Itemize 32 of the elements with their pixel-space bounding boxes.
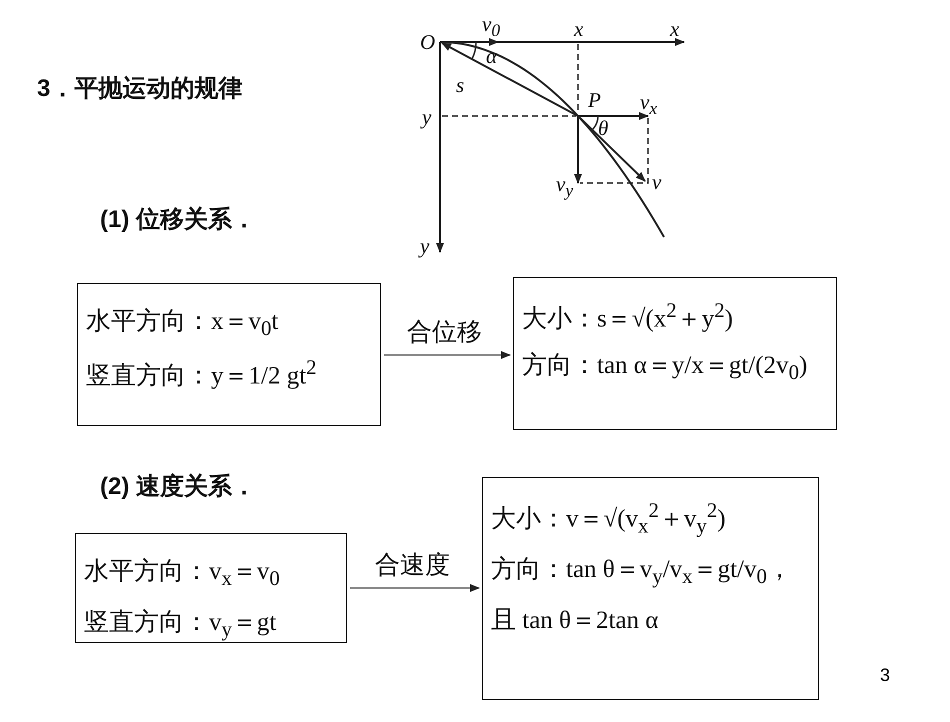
axis-label: y [420, 234, 430, 259]
arrow [350, 584, 480, 592]
point-label: P [588, 88, 601, 113]
formula-text: 方向：tan θ＝v$_{y}$/v$_{x}$＝gt/v$_{0}$， [491, 554, 793, 590]
angle-label: α [486, 44, 498, 69]
vector-label: v$_{y}$ [556, 172, 574, 202]
slide-heading: 3．平抛运动的规律 [37, 74, 242, 104]
vector-label: v [652, 170, 662, 195]
formula-box [513, 277, 837, 430]
axis-label: y [422, 105, 432, 130]
vector-label: v$_{x}$ [640, 90, 658, 120]
page-number: 3 [880, 665, 890, 686]
point-label: O [420, 30, 436, 55]
formula-text: 水平方向：x＝v$_{0}$t [86, 306, 280, 341]
arrow [384, 351, 511, 359]
formula-text: 方向：tan α＝y/x＝gt/(2v$_{0}$) [522, 350, 808, 386]
formula-text: 大小：v＝√(v$_{x}$$^{2}$＋v$_{y}$$^{2}$) [491, 498, 727, 538]
formula-text: 竖直方向：y＝1/2 gt$^{2}$ [86, 355, 318, 392]
axis-label: x [574, 17, 584, 42]
formula-box [75, 533, 347, 643]
section-heading: (1) 位移关系． [100, 205, 256, 235]
formula-text: 竖直方向：v$_{y}$＝gt [84, 608, 278, 642]
formula-text: 且 tan θ＝2tan α [491, 606, 660, 636]
formula-text: 水平方向：v$_{x}$＝v$_{0}$ [84, 556, 281, 591]
axis-label: x [670, 17, 680, 42]
formula-box [77, 283, 381, 426]
section-heading: (2) 速度关系． [100, 472, 256, 502]
vector-label: v$_{0}$ [482, 12, 500, 42]
angle-label: θ [598, 116, 608, 141]
formula-box [482, 477, 819, 700]
formula-text: 大小：s＝√(x$^{2}$＋y$^{2}$) [522, 298, 734, 334]
vector-label: s [456, 73, 464, 98]
